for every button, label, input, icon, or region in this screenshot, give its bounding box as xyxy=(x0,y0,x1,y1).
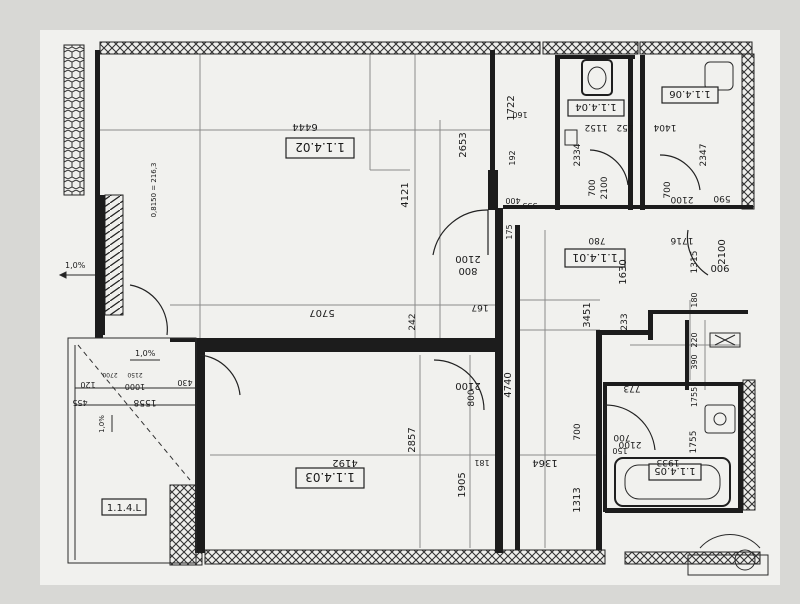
dim-1404: 1404 xyxy=(653,122,676,132)
brick-column xyxy=(104,194,124,316)
fixtures xyxy=(564,59,741,507)
door-d-height: 2100 xyxy=(600,176,610,199)
dim-2700: 2700 xyxy=(102,371,117,378)
dim-180: 180 xyxy=(690,292,699,307)
dim-1152: 1152 xyxy=(585,122,608,132)
dim-175: 175 xyxy=(505,224,514,239)
door-c-width: 900 xyxy=(710,262,729,273)
dimension-labels: 6444 5707 4121 2653 1722 160 192 400 555… xyxy=(65,95,731,512)
dim-08150: 0,8150 = 216,3 xyxy=(150,163,158,218)
room-label-1.1.4.05: 1.1.4.05 xyxy=(654,465,695,476)
dim-2857: 2857 xyxy=(407,427,418,452)
dim-160: 160 xyxy=(512,110,527,119)
dim-430: 430 xyxy=(177,378,192,387)
dim-2347: 2347 xyxy=(699,144,709,167)
room-labels: 1.1.4.02 1.1.4.03 1.1.4.01 1.1.4.04 1.1.… xyxy=(101,86,719,516)
dim-400: 400 xyxy=(505,196,520,205)
shaft-cross xyxy=(714,334,736,346)
dim-2150: 2150 xyxy=(127,371,142,378)
room-label-1.1.4.03: 1.1.4.03 xyxy=(305,470,355,484)
room-label-1.1.4.L: 1.1.4.L xyxy=(107,503,142,514)
dim-1905: 1905 xyxy=(457,472,468,497)
loggia-outline xyxy=(67,337,197,564)
dim-6444: 6444 xyxy=(292,121,317,132)
door-f-width: 700 xyxy=(613,432,630,442)
toilet-tank xyxy=(581,59,613,96)
dim-5707: 5707 xyxy=(309,307,334,318)
dim-152: 152 xyxy=(616,122,633,132)
dim-773: 773 xyxy=(623,383,640,393)
paper xyxy=(40,30,780,585)
dim-120: 120 xyxy=(80,380,95,389)
dim-1315: 1315 xyxy=(690,251,700,274)
partial-fixture-br xyxy=(687,534,769,576)
door-c-height: 2100 xyxy=(717,239,728,264)
dim-3451: 3451 xyxy=(582,302,593,327)
door-d-width: 700 xyxy=(588,179,598,196)
room-label-1.1.4.01: 1.1.4.01 xyxy=(572,251,617,264)
room-label-1.1.4.06: 1.1.4.06 xyxy=(669,88,710,99)
dim-390: 390 xyxy=(690,354,699,369)
dim-2653: 2653 xyxy=(458,132,469,157)
dim-1630: 1630 xyxy=(618,259,629,284)
dim-181: 181 xyxy=(474,458,489,467)
dim-4192: 4192 xyxy=(332,457,357,468)
door-a-height: 2100 xyxy=(455,253,480,264)
door-e-width: 700 xyxy=(663,181,673,198)
dim-700a: 700 xyxy=(573,423,583,440)
dim-590: 590 xyxy=(713,193,730,203)
dim-1558: 1558 xyxy=(133,397,156,407)
dim-167: 167 xyxy=(471,302,488,312)
dim-1716: 1716 xyxy=(670,235,693,245)
door-e-height: 2100 xyxy=(670,194,693,204)
door-labels: 800 2100 2100 800 900 2100 700 2100 700 … xyxy=(455,176,729,449)
dim-455: 455 xyxy=(72,398,87,407)
door-swings xyxy=(129,149,709,455)
dim-1364: 1364 xyxy=(532,457,557,468)
room-label-1.1.4.04: 1.1.4.04 xyxy=(575,101,616,112)
dim-2334: 2334 xyxy=(573,143,583,166)
dim-242: 242 xyxy=(408,313,418,330)
door-b-width: 800 xyxy=(467,389,477,406)
guide-lines xyxy=(95,50,740,548)
dim-1755a: 1755 xyxy=(690,387,699,407)
dim-1313: 1313 xyxy=(572,487,583,512)
dim-1000: 1000 xyxy=(125,382,145,391)
slope-label-2: 1,0% xyxy=(135,349,156,358)
dim-233: 233 xyxy=(620,313,630,330)
slope-label-1: 1,0% xyxy=(65,261,86,270)
dim-1933: 1933 xyxy=(657,457,680,467)
interior-walls xyxy=(95,50,753,553)
bathtub xyxy=(614,457,731,507)
dim-220: 220 xyxy=(690,332,699,347)
dim-780: 780 xyxy=(588,235,605,245)
slope-label-3: 1,0% xyxy=(98,415,106,433)
door-a-width: 800 xyxy=(458,265,477,276)
door-f-height: 2100 xyxy=(618,439,641,449)
dim-4121: 4121 xyxy=(400,182,411,207)
dim-192: 192 xyxy=(508,150,517,165)
dim-1722: 1722 xyxy=(506,95,517,120)
dim-4740: 4740 xyxy=(503,372,514,397)
washbasin-icon xyxy=(704,61,734,91)
toilet-bowl xyxy=(587,66,607,90)
dim-1755b: 1755 xyxy=(689,431,699,454)
door-b-height: 2100 xyxy=(455,380,480,391)
slope-arrows xyxy=(58,271,195,432)
washbasin-bath xyxy=(704,404,736,434)
dim-555: 555 xyxy=(522,201,537,210)
dim-150: 150 xyxy=(612,446,627,455)
room-label-1.1.4.02: 1.1.4.02 xyxy=(295,140,345,154)
